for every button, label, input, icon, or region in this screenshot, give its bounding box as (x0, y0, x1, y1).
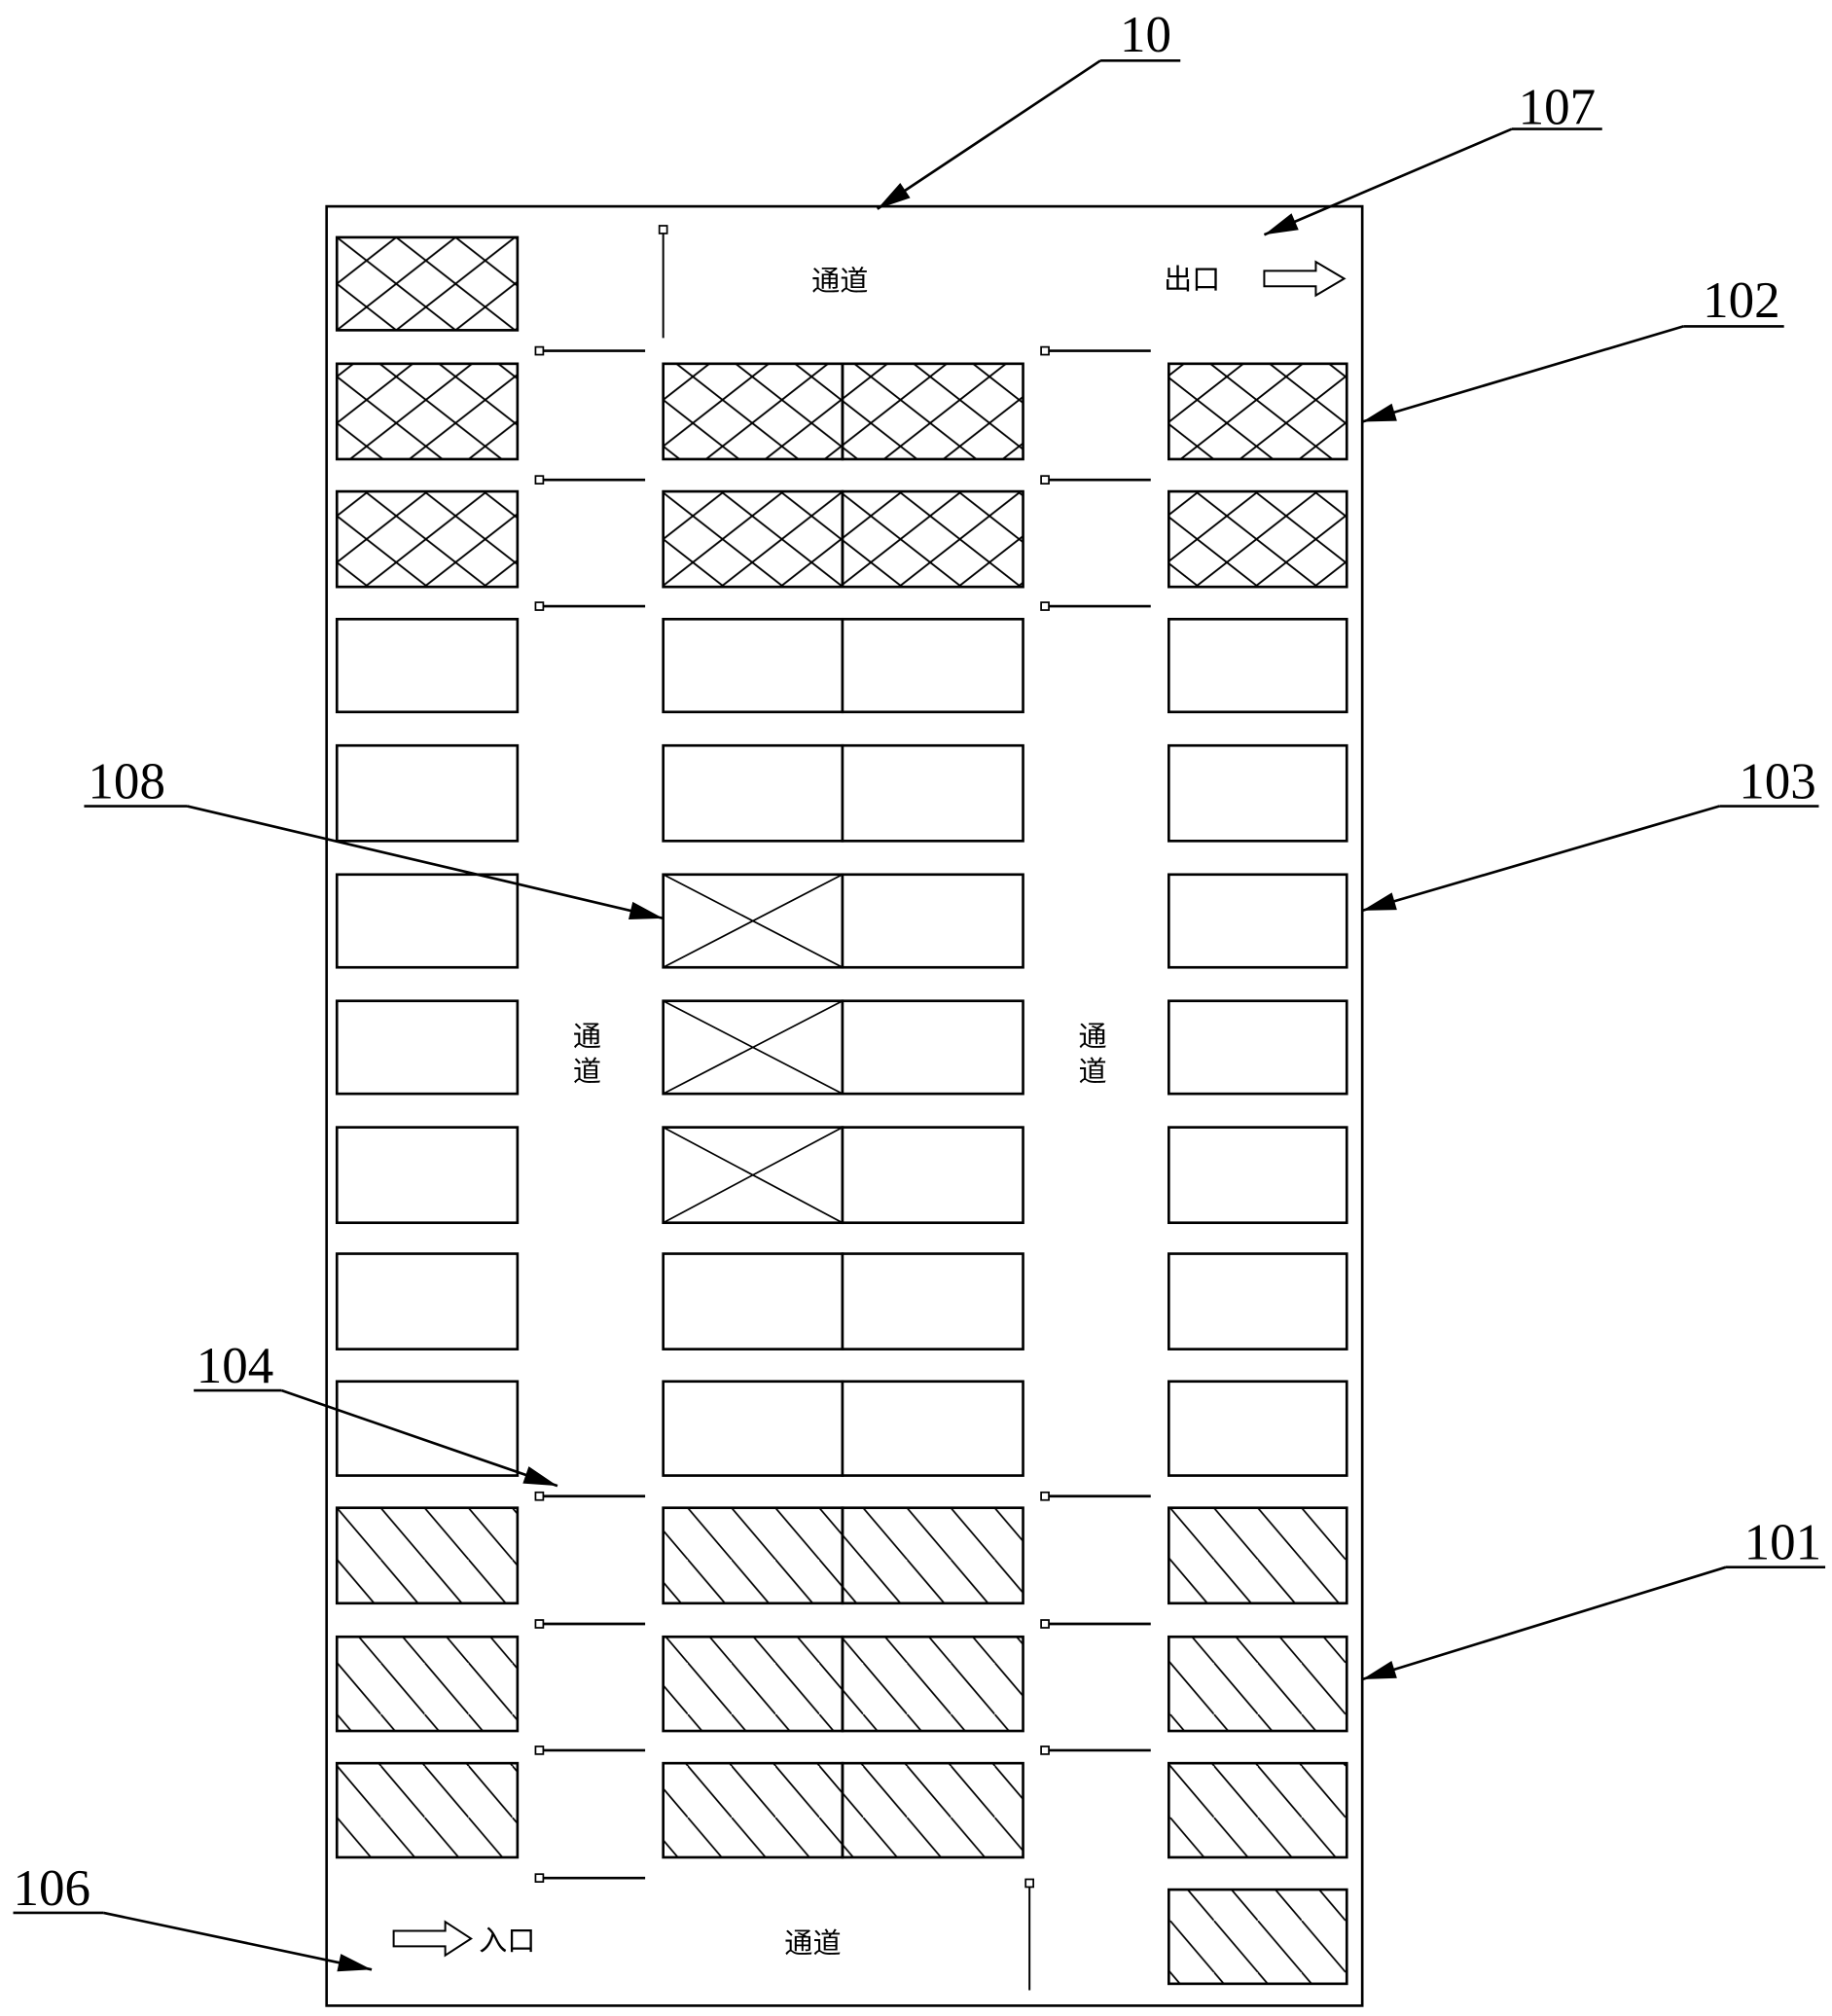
parking-slot-right (1168, 364, 1347, 459)
gate-post (535, 1493, 543, 1500)
arrowhead-icon (629, 902, 664, 919)
parking-slot-center-left (664, 1382, 843, 1476)
entrance-label: 入口 (479, 1924, 535, 1957)
parking-slot-right (1168, 1128, 1347, 1223)
parking-slot-left (337, 619, 518, 711)
exit-arrow-icon (1264, 262, 1344, 295)
callout-label-103: 103 (1739, 754, 1816, 810)
parking-slot-right (1168, 745, 1347, 841)
parking-slot-center-right (843, 1637, 1024, 1731)
arrowhead-icon (1362, 404, 1397, 422)
leader-line (1362, 807, 1719, 911)
parking-slot-left (337, 875, 518, 967)
parking-slot-center-right (843, 1763, 1024, 1857)
gate-post (535, 1620, 543, 1628)
parking-slot-center-left (664, 619, 843, 711)
arrowhead-icon (1362, 892, 1397, 911)
parking-slot-center-right (843, 875, 1024, 967)
gate-post (660, 226, 667, 234)
parking-slot-left (337, 1763, 518, 1857)
parking-slot-right (1168, 875, 1347, 967)
left-passage-label-1: 通 (573, 1020, 601, 1053)
parking-slot-left (337, 237, 518, 330)
callout-label-10: 10 (1120, 7, 1171, 63)
parking-slot-center-left (664, 491, 843, 587)
leader-line (1362, 1567, 1726, 1679)
top-passage-label: 通道 (811, 264, 868, 297)
leader-line (103, 1913, 372, 1969)
callout-label-108: 108 (88, 754, 165, 810)
callout-label-104: 104 (197, 1338, 274, 1394)
parking-slot-center-left (664, 1508, 843, 1603)
parking-slot-right (1168, 1890, 1347, 1984)
parking-slot-center-right (843, 1382, 1024, 1476)
parking-slot-left (337, 1001, 518, 1094)
parking-slot-center-left (664, 1254, 843, 1350)
arrowhead-icon (337, 1954, 372, 1971)
right-passage-label-2: 道 (1079, 1055, 1107, 1088)
gate-post (535, 476, 543, 484)
lot-boundary (327, 206, 1363, 2005)
parking-slot-left (337, 491, 518, 587)
parking-slot-center-right (843, 491, 1024, 587)
gate-post (535, 1874, 543, 1882)
callout-label-107: 107 (1519, 79, 1597, 135)
parking-slot-center-right (843, 1508, 1024, 1603)
parking-slot-center-right (843, 745, 1024, 841)
parking-slot-center-right (843, 364, 1024, 459)
parking-slot-right (1168, 1508, 1347, 1603)
parking-slot-right (1168, 1763, 1347, 1857)
gate-post (1041, 347, 1049, 355)
parking-slot-left (337, 745, 518, 841)
right-passage-label-1: 通 (1079, 1020, 1107, 1053)
arrowhead-icon (1362, 1661, 1397, 1679)
parking-slot-left (337, 1254, 518, 1350)
parking-slot-left (337, 1637, 518, 1731)
parking-slot-left (337, 364, 518, 459)
leader-line (1264, 129, 1512, 235)
gate-post (1041, 1746, 1049, 1754)
gate-post (1025, 1879, 1033, 1887)
leader-line (1362, 326, 1683, 421)
parking-slot-right (1168, 1382, 1347, 1476)
callout-label-101: 101 (1744, 1515, 1822, 1571)
gate-post (1041, 602, 1049, 610)
gate-post (535, 1746, 543, 1754)
parking-slot-center-right (843, 1001, 1024, 1094)
arrowhead-icon (878, 183, 911, 209)
bottom-passage-label: 通道 (784, 1926, 841, 1960)
gate-post (1041, 1493, 1049, 1500)
parking-slot-right (1168, 1001, 1347, 1094)
callout-label-102: 102 (1703, 272, 1780, 329)
arrowhead-icon (1264, 213, 1298, 234)
parking-slot-center-left (664, 1763, 843, 1857)
parking-slot-center-left (664, 1637, 843, 1731)
gate-post (535, 347, 543, 355)
parking-slot-left (337, 1508, 518, 1603)
arrowhead-icon (522, 1466, 557, 1486)
parking-slot-center-left (664, 745, 843, 841)
gate-post (535, 602, 543, 610)
parking-slot-center-left (664, 364, 843, 459)
entrance-arrow-icon (394, 1922, 472, 1955)
parking-slot-right (1168, 491, 1347, 587)
parking-slot-right (1168, 1254, 1347, 1350)
parking-slot-center-right (843, 619, 1024, 711)
left-passage-label-2: 道 (573, 1055, 601, 1088)
parking-slot-center-right (843, 1128, 1024, 1223)
parking-slot-right (1168, 1637, 1347, 1731)
leader-line (878, 60, 1100, 208)
parking-slot-center-right (843, 1254, 1024, 1350)
gate-post (1041, 476, 1049, 484)
parking-slot-right (1168, 619, 1347, 711)
callout-label-106: 106 (14, 1860, 91, 1917)
exit-label: 出口 (1164, 263, 1220, 296)
parking-slot-left (337, 1128, 518, 1223)
gate-post (1041, 1620, 1049, 1628)
